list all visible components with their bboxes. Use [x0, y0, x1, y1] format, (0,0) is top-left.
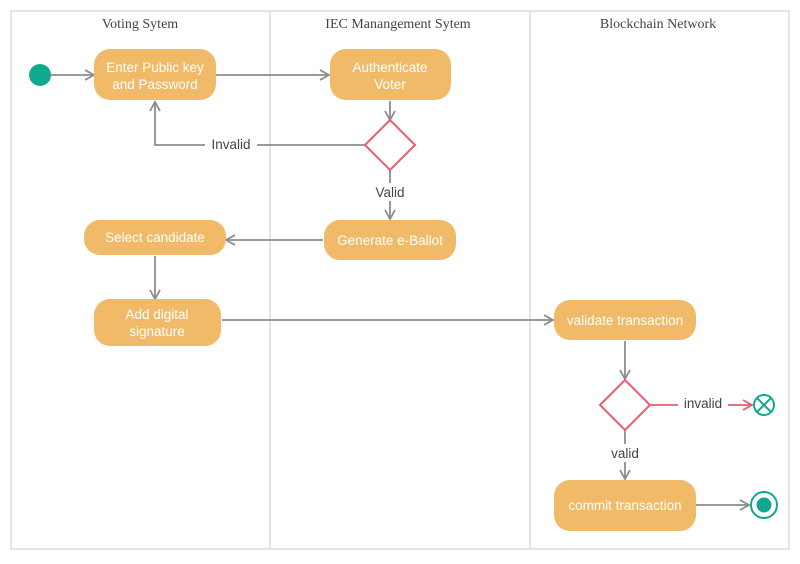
- swimlanes: Voting Sytem IEC Manangement Sytem Block…: [10, 10, 790, 550]
- edge-label-bg-invalid-tx: [678, 395, 728, 413]
- activity-enter-public-key: Enter Public key and Password: [94, 49, 216, 100]
- swimlane-frame: [10, 10, 790, 550]
- activity-generate-e-ballot-label: Generate e-Ballot: [337, 233, 443, 248]
- edge-label-invalid-tx: invalid: [684, 396, 722, 411]
- lane-title-voting-system: Voting Sytem: [102, 17, 178, 32]
- edge-label-bg-invalid: [205, 136, 257, 154]
- decision-transaction-valid: [598, 378, 652, 432]
- flow-final-x-icon: [753, 394, 775, 416]
- activity-authenticate-voter-line-2: Voter: [374, 77, 406, 92]
- decision-authentication: [363, 118, 417, 172]
- activity-commit-transaction-label: commit transaction: [568, 498, 681, 513]
- activity-generate-e-ballot: Generate e-Ballot: [324, 220, 456, 260]
- activity-enter-public-key-line-2: and Password: [112, 77, 198, 92]
- edge-label-valid-tx: valid: [611, 446, 639, 461]
- activity-select-candidate-label: Select candidate: [105, 230, 205, 245]
- edges: [51, 69, 754, 511]
- edge-label-bg-valid: [370, 183, 410, 201]
- edge-label-valid-auth: Valid: [375, 185, 404, 200]
- activity-enter-public-key-line-1: Enter Public key: [106, 60, 204, 75]
- edge-label-invalid-auth: Invalid: [211, 137, 250, 152]
- activity-commit-transaction: commit transaction: [554, 480, 696, 531]
- activity-add-digital-signature: Add digital signature: [94, 299, 221, 346]
- activity-authenticate-voter-line-1: Authenticate: [352, 60, 427, 75]
- activity-validate-transaction-label: validate transaction: [567, 313, 683, 328]
- lane-title-blockchain-network: Blockchain Network: [600, 17, 716, 32]
- start-node-icon: [29, 64, 51, 86]
- activity-add-digital-signature-line-1: Add digital: [125, 307, 188, 322]
- edge-decision-invalid-to-enter-key: [149, 100, 365, 146]
- edge-label-bg-valid-tx: [606, 444, 644, 462]
- activity-add-digital-signature-line-2: signature: [129, 324, 185, 339]
- activity-select-candidate: Select candidate: [84, 220, 226, 255]
- lane-title-iec-management-system: IEC Manangement Sytem: [325, 17, 471, 32]
- activity-final-icon: [750, 491, 778, 519]
- activity-validate-transaction: validate transaction: [554, 300, 696, 340]
